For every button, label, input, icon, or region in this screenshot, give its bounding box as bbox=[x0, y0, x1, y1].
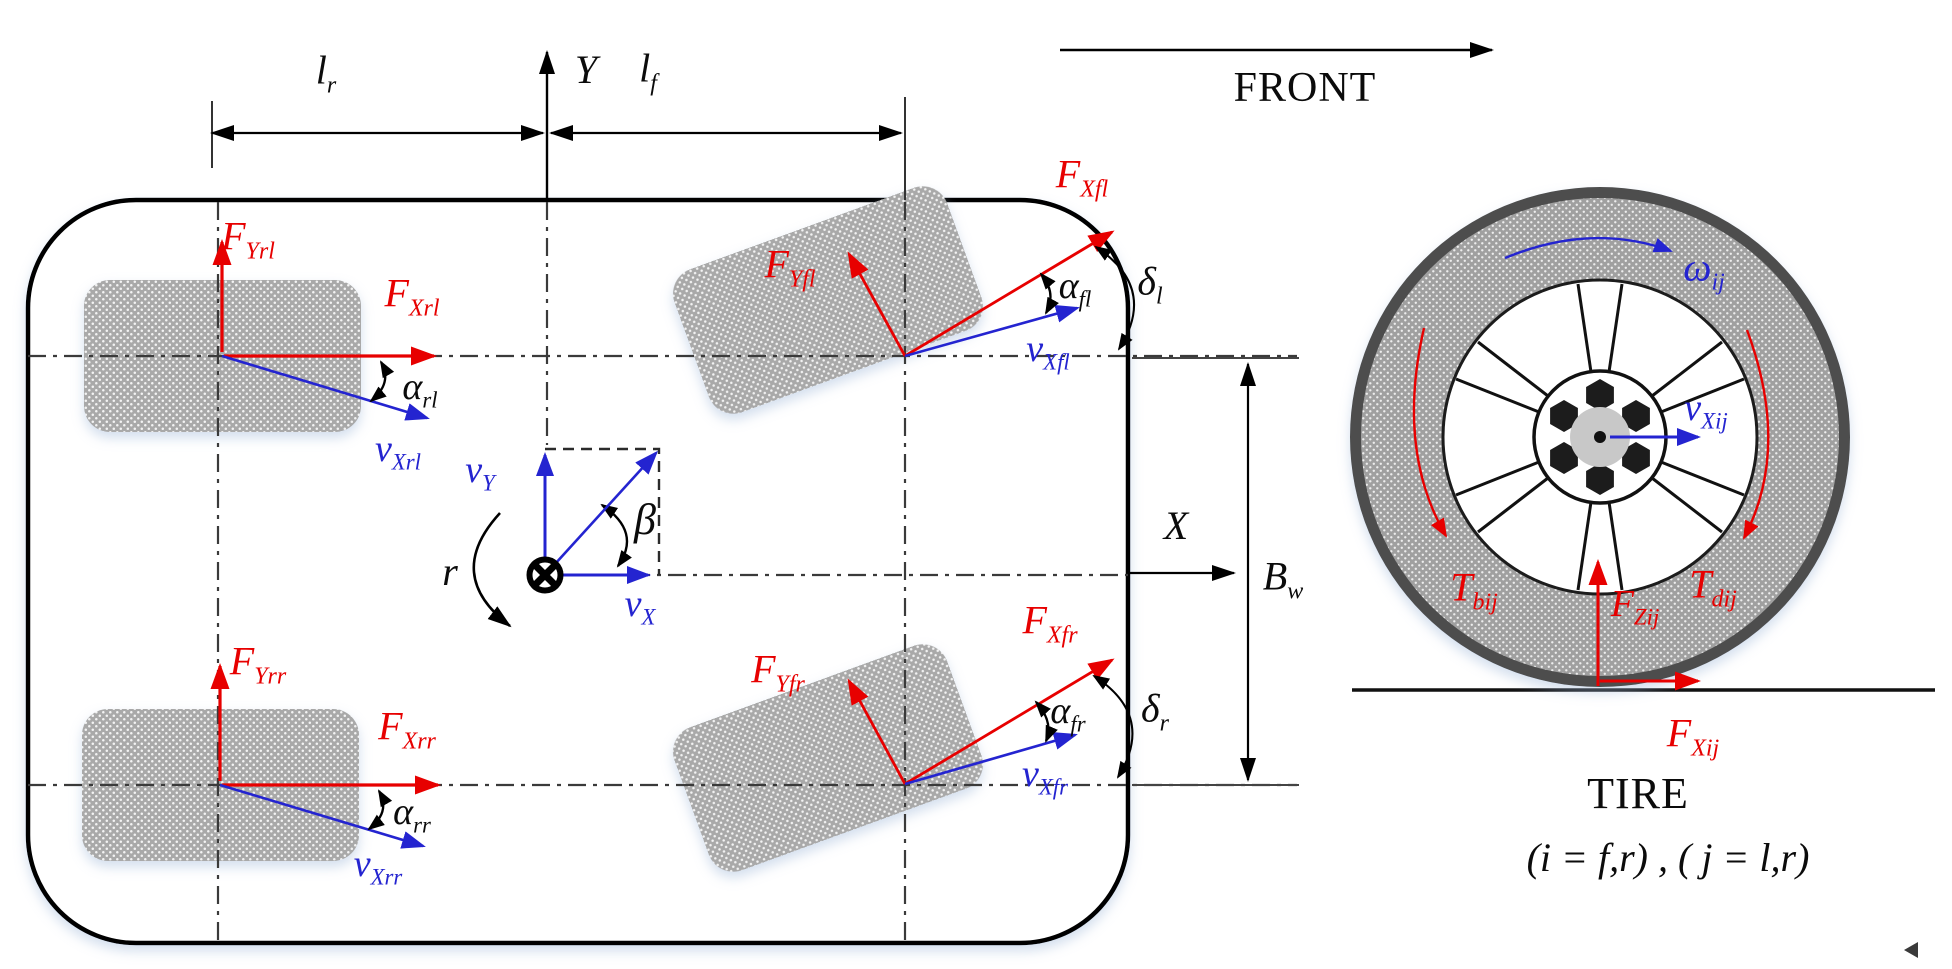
delta-l-arc bbox=[1094, 245, 1135, 351]
label-alpha-fr: αfr bbox=[1050, 689, 1086, 737]
label-alpha-rr: αrr bbox=[393, 790, 431, 838]
label-drive-torque: Tdij bbox=[1689, 561, 1737, 613]
velocity-component-box bbox=[545, 447, 661, 575]
fyfl-arrow bbox=[847, 251, 907, 357]
label-tire-indices: (i = f,r) , ( j = l,r) bbox=[1526, 835, 1810, 880]
label-fxrr: FXrr bbox=[378, 703, 436, 755]
vxfr-arrow bbox=[904, 732, 1078, 786]
fxfr-arrow bbox=[904, 658, 1115, 786]
label-yaw-rate: r bbox=[442, 549, 458, 594]
tire-detail bbox=[1350, 187, 1935, 692]
label-vxrl: vXrl bbox=[374, 427, 422, 475]
fxfl-arrow bbox=[904, 230, 1115, 358]
label-fyrr: FYrr bbox=[229, 638, 287, 690]
label-fzij: FZij bbox=[1610, 582, 1660, 630]
label-fxfl: FXfl bbox=[1055, 151, 1109, 203]
label-vxfr: vXfr bbox=[1021, 752, 1069, 800]
label-vy: vY bbox=[465, 448, 495, 496]
vxfl-arrow bbox=[904, 304, 1080, 358]
alpha-rr-arc bbox=[367, 789, 393, 831]
label-vxrr: vXrr bbox=[353, 842, 403, 890]
label-fxij: FXij bbox=[1666, 710, 1720, 762]
label-tire-caption: TIRE bbox=[1587, 769, 1689, 818]
vxrl-arrow bbox=[221, 354, 430, 421]
label-x-axis: X bbox=[1163, 503, 1189, 548]
label-alpha-fl: αfl bbox=[1058, 264, 1092, 312]
velocity-arrows bbox=[219, 304, 1080, 849]
alpha-fl-arc bbox=[1039, 272, 1059, 315]
label-alpha-rl: αrl bbox=[402, 365, 438, 413]
label-omega-ij: ωij bbox=[1683, 244, 1725, 296]
label-front-banner: FRONT bbox=[1233, 65, 1377, 111]
beta-angle-arc bbox=[600, 503, 632, 568]
label-delta-r: δr bbox=[1141, 685, 1169, 737]
label-fyrl: FYrl bbox=[221, 213, 275, 265]
drive-torque-arc bbox=[1742, 329, 1770, 540]
alpha-rl-arc bbox=[369, 360, 395, 403]
label-track-width: Bw bbox=[1262, 553, 1304, 605]
force-arrows bbox=[210, 230, 1115, 795]
label-vx: vX bbox=[624, 582, 656, 630]
delta-r-arc bbox=[1092, 674, 1134, 779]
label-rear-length: lr bbox=[315, 47, 337, 99]
fyfr-arrow bbox=[847, 678, 907, 785]
label-brake-torque: Tbij bbox=[1450, 564, 1498, 616]
label-vxij: vXij bbox=[1684, 386, 1728, 434]
tire-spokes bbox=[1455, 283, 1745, 591]
reference-lines bbox=[28, 202, 1297, 941]
label-fxfr: FXfr bbox=[1022, 597, 1078, 649]
label-front-length: lf bbox=[639, 45, 657, 97]
cg-cross-2 bbox=[532, 562, 558, 588]
label-vxfl: vXfl bbox=[1026, 327, 1070, 375]
label-y-axis: Y bbox=[574, 47, 598, 92]
cursor-artifact bbox=[1904, 942, 1918, 958]
label-delta-l: δl bbox=[1137, 258, 1163, 310]
label-fyfr: FYfr bbox=[751, 646, 805, 698]
dimension-lines bbox=[210, 42, 1494, 786]
hub-center-dot bbox=[1594, 431, 1606, 443]
brake-torque-arc bbox=[1412, 327, 1448, 538]
vxrr-arrow bbox=[219, 783, 426, 849]
cg-symbol bbox=[526, 556, 564, 594]
label-fxrl: FXrl bbox=[384, 270, 440, 322]
lug-nuts bbox=[1550, 379, 1650, 495]
angle-arcs bbox=[367, 245, 1135, 831]
yaw-rate-arc bbox=[472, 512, 512, 628]
label-fyfl: FYfl bbox=[764, 241, 816, 293]
alpha-fr-arc bbox=[1034, 700, 1058, 743]
wheel-front-right bbox=[673, 644, 983, 872]
v-resultant-arrow bbox=[544, 450, 659, 576]
label-sideslip-angle: β bbox=[634, 495, 656, 544]
omega-rotation-arc bbox=[1504, 236, 1673, 260]
